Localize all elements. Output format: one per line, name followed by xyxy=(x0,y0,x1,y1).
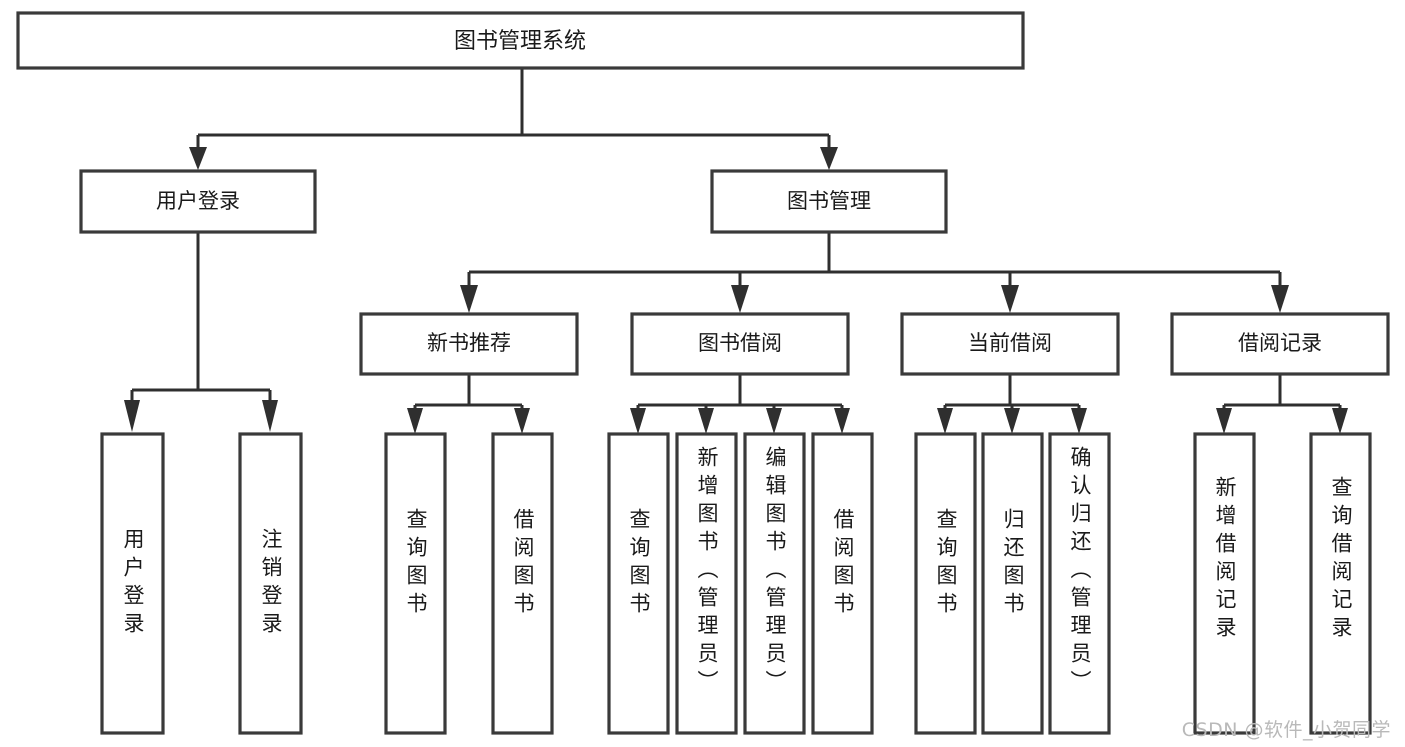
node-leaf-query-book-2-box[interactable] xyxy=(607,432,670,735)
node-user-login-label: 用户登录 xyxy=(156,189,240,213)
node-leaf-return-book-box[interactable] xyxy=(981,432,1044,735)
csdn-watermark: CSDN @软件_小贺同学 xyxy=(1181,719,1391,741)
node-book-borrow-label: 图书借阅 xyxy=(698,331,782,355)
node-user-login[interactable]: 用户登录 xyxy=(79,169,317,234)
node-book-management[interactable]: 图书管理 xyxy=(710,169,948,234)
node-current-borrow[interactable]: 当前借阅 xyxy=(900,312,1120,376)
node-current-borrow-label: 当前借阅 xyxy=(968,331,1052,355)
arrow-icon-book-borrow xyxy=(731,285,749,313)
node-current-borrow-box[interactable] xyxy=(900,312,1120,376)
arrow-icon-new-book-recommend xyxy=(460,285,478,313)
node-leaf-user-logout-box[interactable] xyxy=(238,432,303,735)
node-book-management-label: 图书管理 xyxy=(787,189,871,213)
node-book-borrow[interactable]: 图书借阅 xyxy=(630,312,850,376)
arrow-icon-leaf-add-record xyxy=(1216,408,1232,434)
node-leaf-query-book-1-box[interactable] xyxy=(384,432,447,735)
node-book-borrow-box[interactable] xyxy=(630,312,850,376)
arrow-icon-leaf-query-book-1 xyxy=(407,408,423,434)
connector-layer xyxy=(124,68,1348,434)
node-layer: 图书管理系统 用户登录 图书管理 新书推荐 图书借阅 xyxy=(16,11,1390,735)
arrow-icon-leaf-return-book xyxy=(1004,408,1020,434)
node-leaf-add-record-box[interactable] xyxy=(1193,432,1256,735)
arrow-icon-leaf-query-book-3 xyxy=(937,408,953,434)
node-leaf-query-book-3-box[interactable] xyxy=(914,432,977,735)
arrow-icon-leaf-borrow-book-2 xyxy=(834,408,850,434)
node-new-book-recommend-box[interactable] xyxy=(359,312,579,376)
node-leaf-confirm-return-box[interactable] xyxy=(1048,432,1111,735)
node-new-book-recommend[interactable]: 新书推荐 xyxy=(359,312,579,376)
arrow-icon-leaf-query-book-2 xyxy=(630,408,646,434)
arrow-icon-leaf-user-logout xyxy=(262,400,278,432)
node-leaf-add-book-box[interactable] xyxy=(675,432,738,735)
arrow-icon-leaf-add-book xyxy=(698,408,714,434)
arrow-icon-leaf-borrow-book-1 xyxy=(514,408,530,434)
node-user-login-box[interactable] xyxy=(79,169,317,234)
node-leaf-borrow-book-2-box[interactable] xyxy=(811,432,874,735)
node-borrow-record-box[interactable] xyxy=(1170,312,1390,376)
arrow-icon-leaf-user-login xyxy=(124,400,140,432)
node-new-book-recommend-label: 新书推荐 xyxy=(427,331,511,355)
arrow-icon-leaf-confirm-return xyxy=(1071,408,1087,434)
arrow-icon-leaf-edit-book xyxy=(766,408,782,434)
node-book-management-box[interactable] xyxy=(710,169,948,234)
node-leaf-edit-book-box[interactable] xyxy=(743,432,806,735)
node-leaf-query-record-box[interactable] xyxy=(1309,432,1372,735)
arrow-icon-borrow-record xyxy=(1271,285,1289,313)
node-root[interactable]: 图书管理系统 xyxy=(16,11,1025,70)
node-root-label: 图书管理系统 xyxy=(454,29,586,54)
arrow-icon-book-management xyxy=(820,147,838,170)
node-leaf-user-login-box[interactable] xyxy=(100,432,165,735)
node-root-box[interactable] xyxy=(16,11,1025,70)
arrow-icon-leaf-query-record xyxy=(1332,408,1348,434)
arrow-icon-current-borrow xyxy=(1001,285,1019,313)
arrow-icon-user-login xyxy=(189,147,207,170)
node-borrow-record-label: 借阅记录 xyxy=(1238,331,1322,355)
node-borrow-record[interactable]: 借阅记录 xyxy=(1170,312,1390,376)
node-leaf-borrow-book-1-box[interactable] xyxy=(491,432,554,735)
